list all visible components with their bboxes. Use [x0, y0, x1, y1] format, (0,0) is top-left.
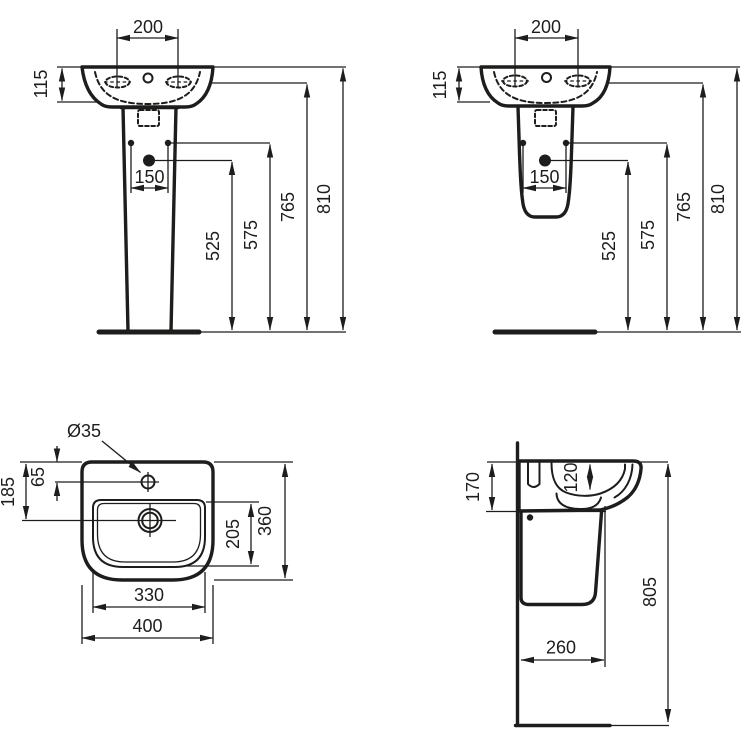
dim-360-ext	[214, 461, 293, 581]
bowl-section-profile	[550, 462, 626, 497]
dim-dia35-label: Ø35	[67, 421, 101, 441]
tap-hole	[140, 474, 156, 490]
pedestal-outline	[121, 105, 178, 333]
pedestal-side-outline	[519, 503, 604, 607]
basin-section-outline	[517, 459, 643, 513]
dim-150-label: 150	[134, 167, 164, 187]
dim-575-label: 575	[241, 220, 261, 250]
fixing-hole-left	[519, 139, 527, 147]
fixing-hole-right	[164, 139, 172, 147]
dim-170-label: 170	[463, 472, 483, 502]
bowl-floor-outline	[96, 502, 202, 563]
dim-525-label: 525	[599, 231, 619, 261]
dim-810-label: 810	[708, 184, 728, 214]
dim-400-ext	[81, 585, 214, 644]
dim-330-label: 330	[134, 585, 164, 605]
dim-805-label: 805	[640, 577, 660, 607]
bowl-hidden-arc	[94, 71, 201, 105]
dim-185-label: 185	[0, 477, 18, 507]
dim-150-label: 150	[529, 167, 559, 187]
wall-fixing-dot	[526, 514, 534, 521]
dim-765-label: 765	[674, 192, 694, 222]
tap-deck-slot	[527, 462, 541, 488]
dim-810-label: 810	[314, 184, 334, 214]
overflow-hole	[142, 72, 154, 84]
dim-360-label: 360	[255, 506, 275, 536]
dim-65-label: 65	[28, 467, 48, 487]
bowl-rim-outline	[92, 499, 206, 568]
dim-260-label: 260	[546, 638, 576, 658]
dim-525-label: 525	[203, 231, 223, 261]
dim-205-label: 205	[223, 519, 243, 549]
fixing-hole-right	[562, 139, 570, 147]
bowl-hidden-arc	[493, 71, 598, 104]
dim-115-label: 115	[31, 70, 51, 99]
dim-120-label: 120	[561, 462, 581, 492]
fixing-hole-left	[127, 139, 135, 147]
waste-inner-circle	[141, 511, 159, 530]
waste-hidden-box	[137, 109, 160, 127]
dim-205-ext	[184, 501, 259, 567]
dim-115-label: 115	[430, 71, 450, 100]
dim-575-label: 575	[638, 220, 658, 250]
side-view: 170 120 805 260	[463, 441, 672, 728]
front-view-pedestal: 200 115 150 525 575 765 810	[31, 17, 347, 335]
waste-hidden-box	[534, 109, 557, 127]
overflow-channel	[613, 463, 634, 499]
dim-400-label: 400	[132, 616, 162, 636]
dim-200-label: 200	[531, 17, 561, 37]
dia35-leader	[101, 440, 141, 474]
plan-view: Ø35 65 185 360 205 330 400	[0, 421, 293, 644]
dim-765-label: 765	[278, 192, 298, 222]
dim-200-label: 200	[133, 17, 163, 37]
overflow-hole	[541, 72, 552, 83]
outlet-profile	[555, 492, 602, 511]
waste-outer-circle	[137, 508, 163, 533]
front-view-semi-pedestal: 200 115 150 525 575 765 810	[430, 17, 741, 335]
